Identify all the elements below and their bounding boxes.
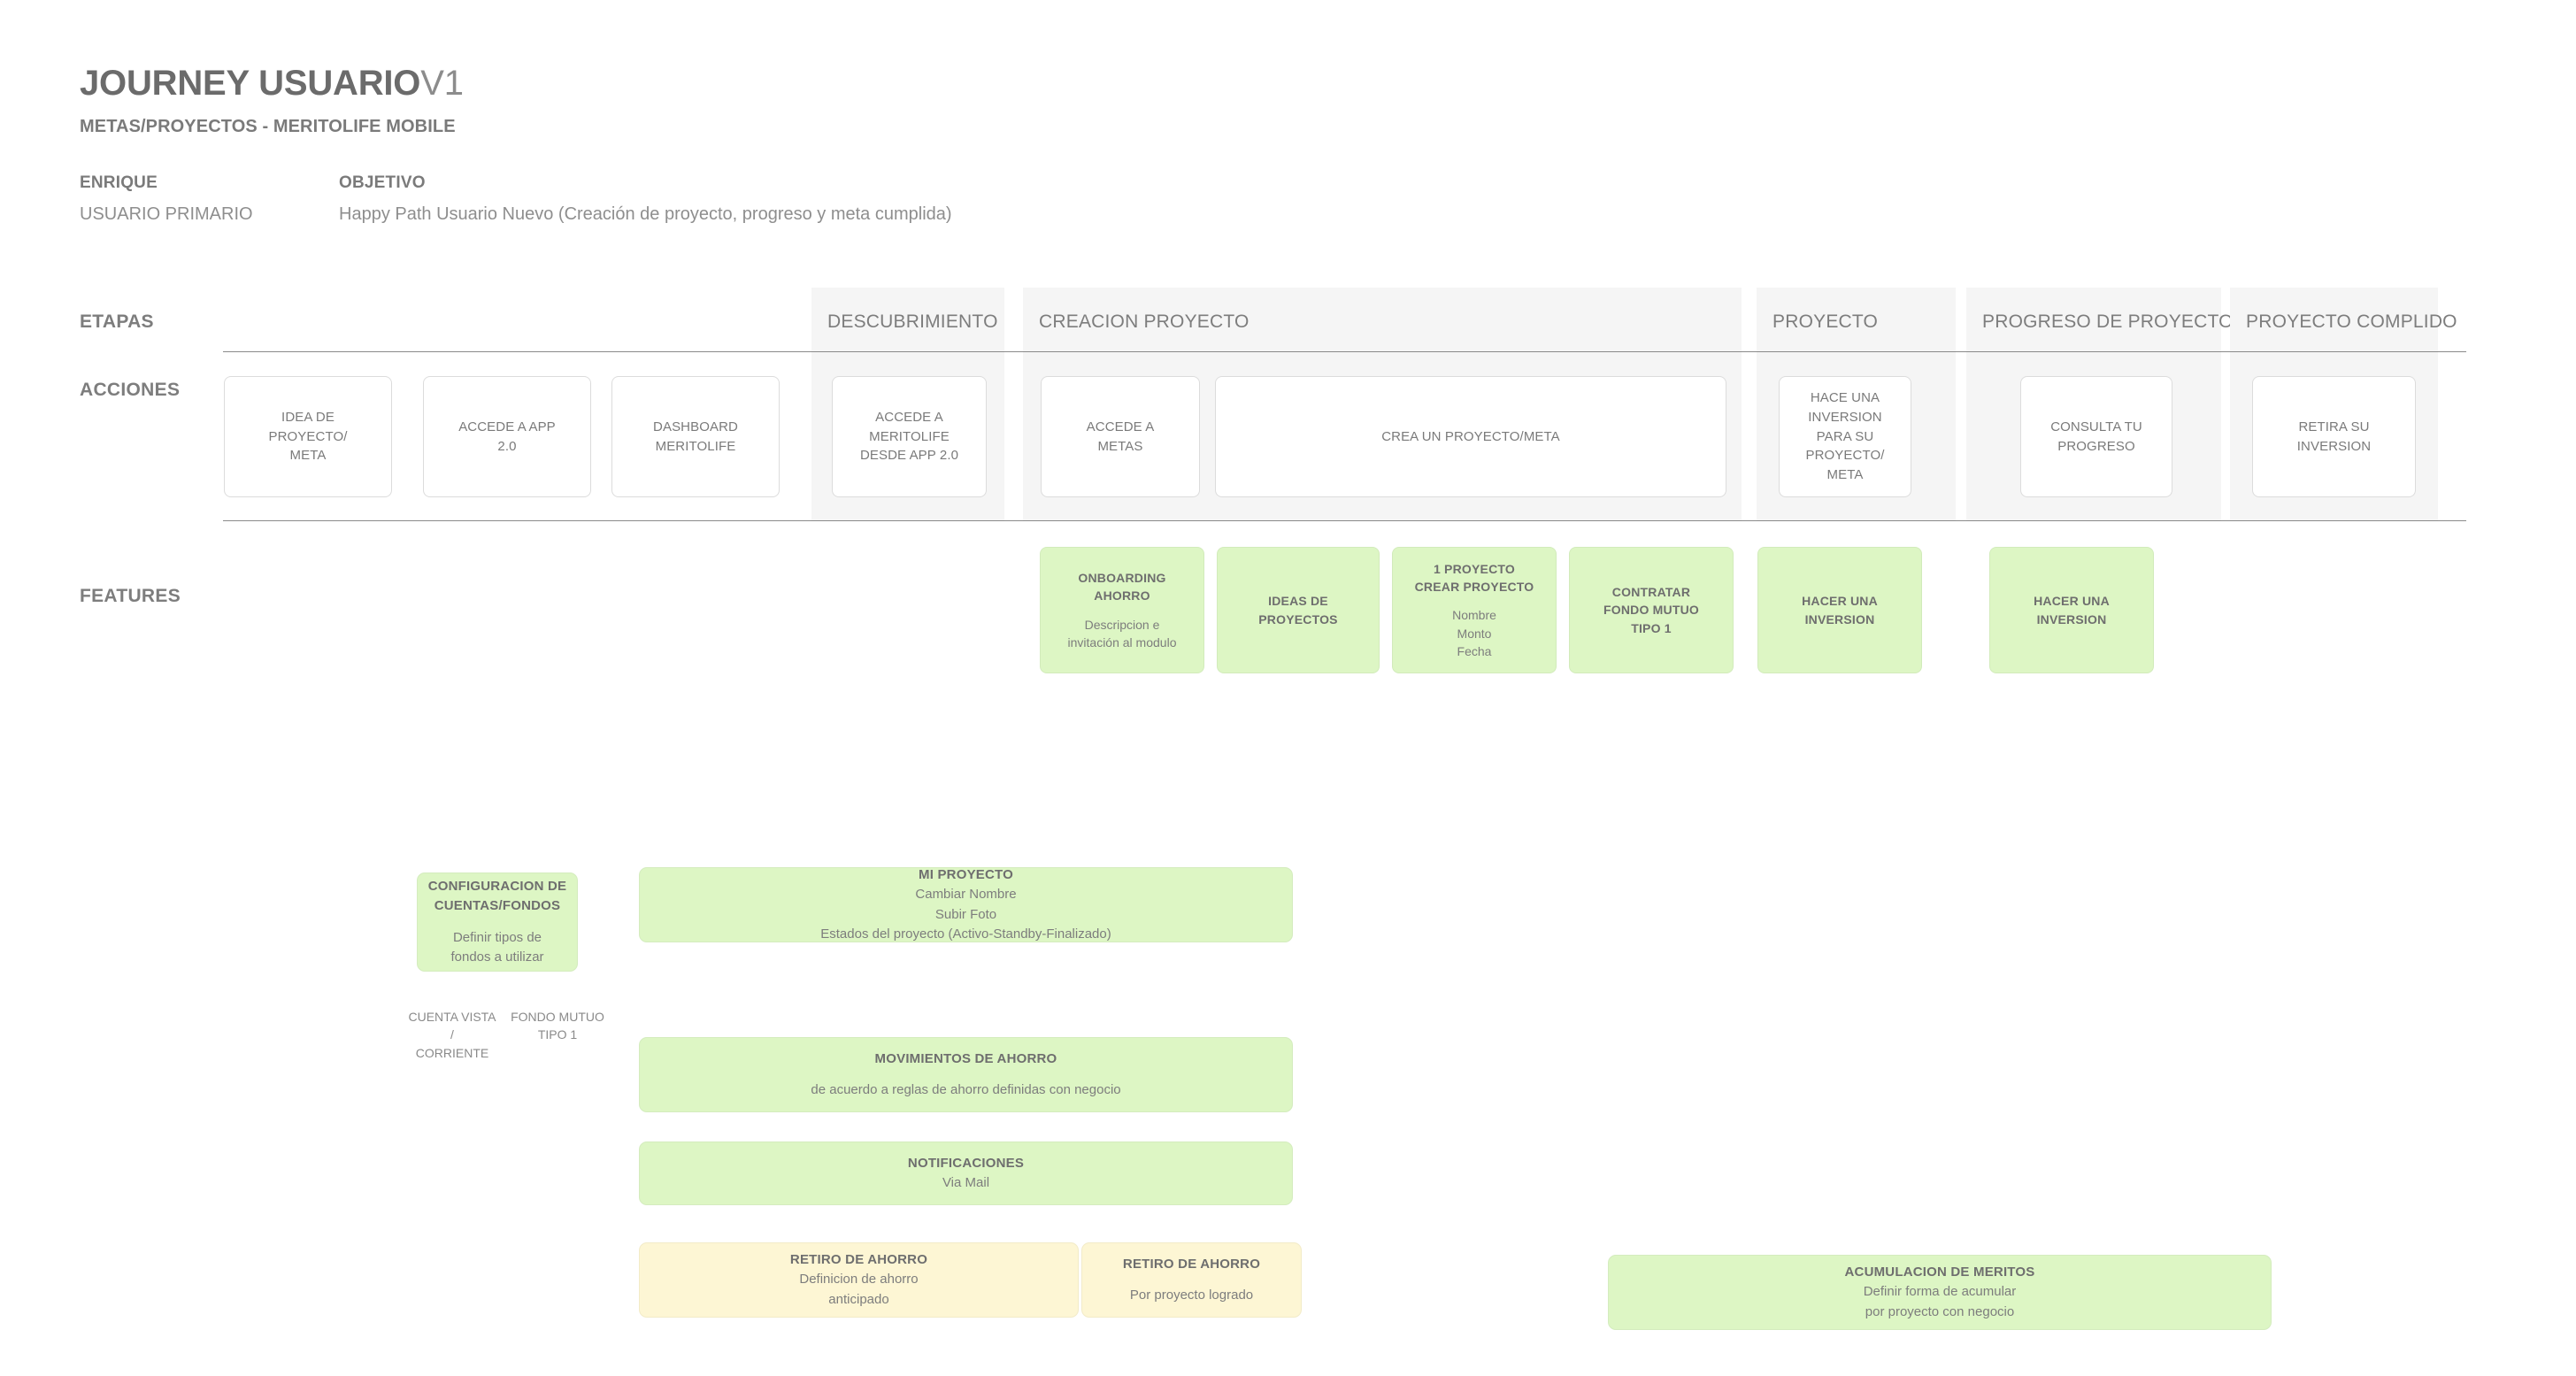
divider-top: [223, 351, 2466, 352]
action-card[interactable]: CREA UN PROYECTO/META: [1215, 376, 1726, 497]
row-label-acciones: ACCIONES: [80, 380, 181, 400]
detail-card-subtitle: Via Mail: [942, 1175, 990, 1190]
detail-card-acumulacion-meritos[interactable]: ACUMULACION DE MERITOS Definir forma de a…: [1608, 1255, 2272, 1330]
stage-title: PROYECTO: [1772, 311, 1879, 332]
row-label-features: FEATURES: [80, 586, 181, 606]
stage-title: DESCUBRIMIENTO: [827, 311, 998, 332]
detail-card-title: ACUMULACION DE MERITOS: [1844, 1264, 2035, 1280]
persona-name: ENRIQUE: [80, 173, 158, 192]
stage-title: PROYECTO COMPLIDO: [2246, 311, 2457, 332]
page-title: JOURNEY USUARIOV1: [80, 64, 464, 104]
objective-label: OBJETIVO: [339, 173, 426, 192]
action-card-label: CREA UN PROYECTO/META: [1381, 428, 1560, 444]
detail-card-title: RETIRO DE AHORRO: [1122, 1256, 1261, 1272]
detail-card-movimientos-ahorro[interactable]: MOVIMIENTOS DE AHORRO de acuerdo a reglas…: [639, 1037, 1293, 1112]
divider-bottom: [223, 520, 2466, 521]
detail-card-notificaciones[interactable]: NOTIFICACIONES Via Mail: [639, 1142, 1293, 1205]
persona-role: USUARIO PRIMARIO: [80, 204, 253, 224]
stage-title: PROGRESO DE PROYECTO: [1982, 311, 2234, 332]
objective-text: Happy Path Usuario Nuevo (Creación de pr…: [339, 204, 952, 224]
detail-card-title: MOVIMIENTOS DE AHORRO: [874, 1050, 1057, 1066]
stage-title: CREACION PROYECTO: [1039, 311, 1250, 332]
row-label-etapas: ETAPAS: [80, 311, 154, 332]
detail-card-subtitle: Por proyecto logrado: [1129, 1288, 1254, 1303]
detail-card-title: MI PROYECTO: [919, 866, 1013, 882]
detail-card-title: RETIRO DE AHORRO: [789, 1251, 928, 1267]
detail-card-retiro-ahorro-logrado[interactable]: RETIRO DE AHORRO Por proyecto logrado: [1081, 1242, 1302, 1318]
detail-card-subtitle: de acuerdo a reglas de ahorro definidas …: [811, 1082, 1121, 1097]
detail-card-title: NOTIFICACIONES: [907, 1155, 1025, 1171]
page-subtitle: METAS/PROYECTOS - MERITOLIFE MOBILE: [80, 117, 456, 136]
fund-type-label: CUENTA VISTA /CORRIENTE: [408, 1010, 496, 1060]
page-title-strong: JOURNEY USUARIO: [80, 64, 421, 103]
page-title-version: V1: [420, 64, 464, 103]
